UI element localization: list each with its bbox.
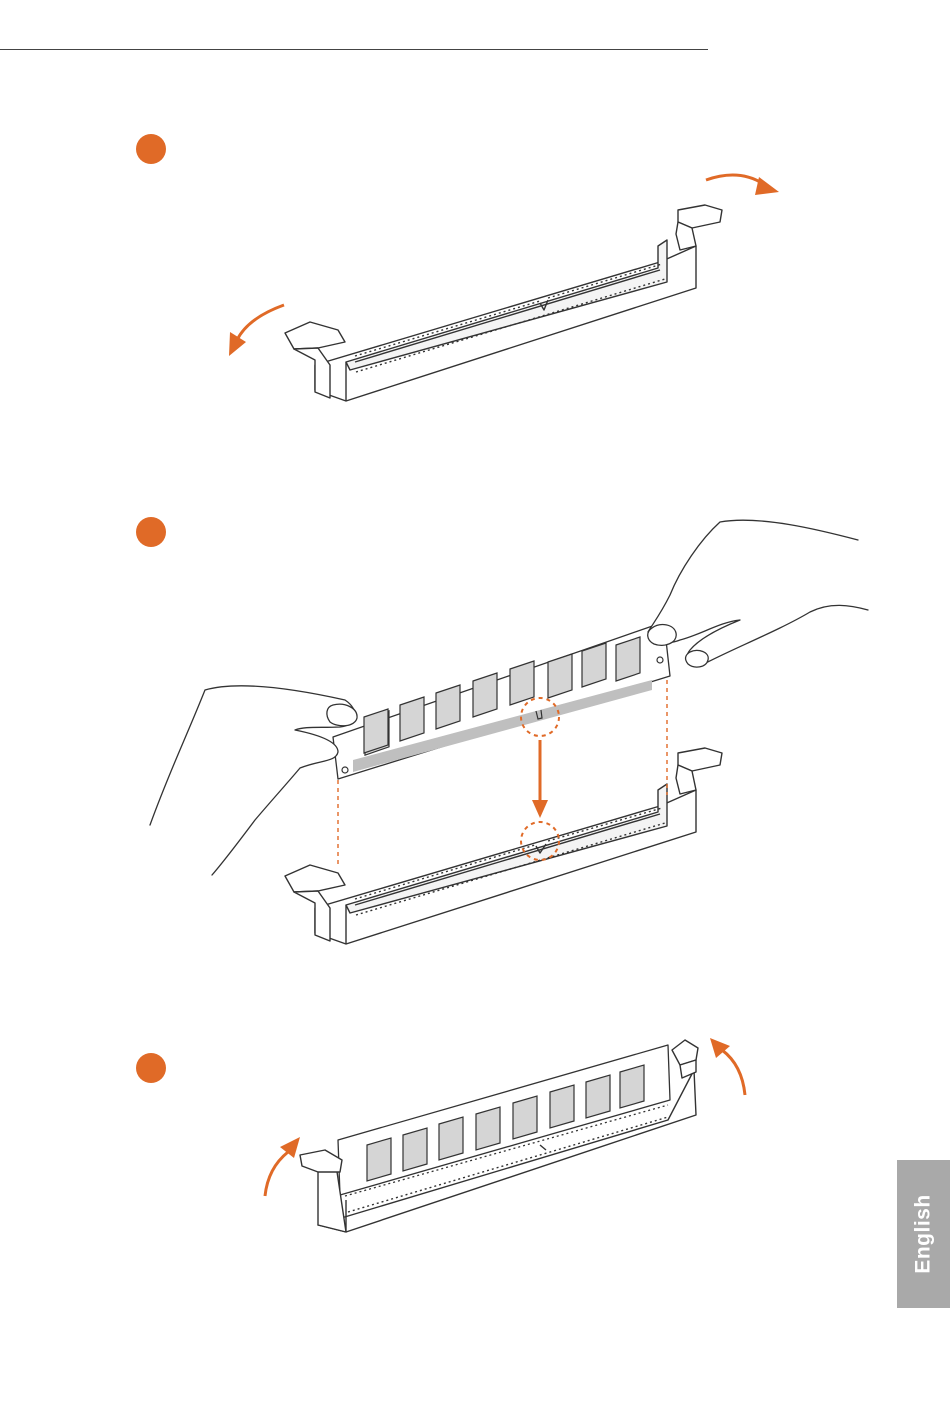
- header-rule: [0, 49, 708, 50]
- language-tab: English: [897, 1160, 950, 1308]
- dimm-slot-open-illustration: [0, 160, 950, 420]
- language-tab-label: English: [912, 1194, 936, 1273]
- dimm-installed-illustration: [0, 1030, 950, 1245]
- insert-dimm-illustration: [0, 515, 950, 945]
